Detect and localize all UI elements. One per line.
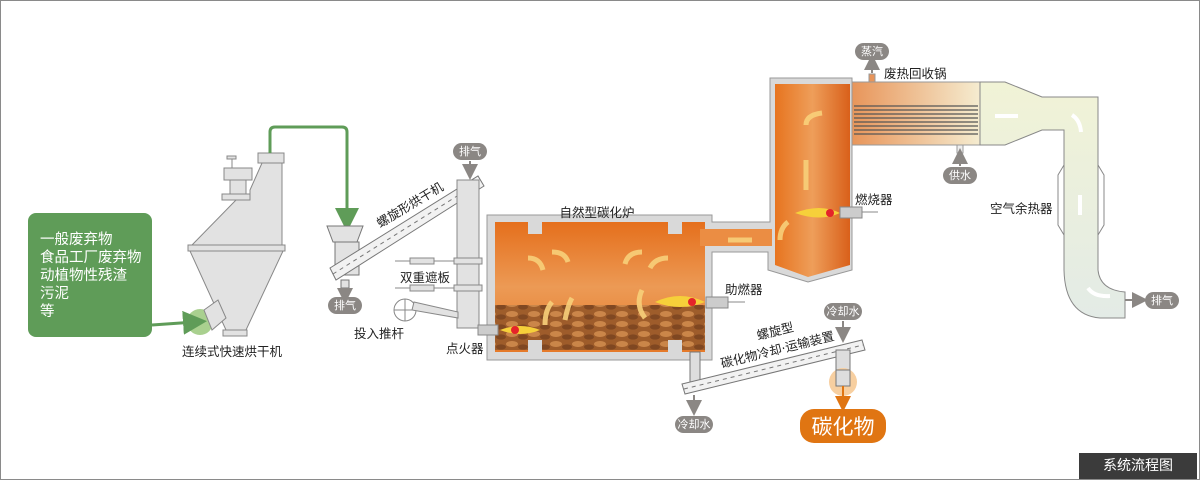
badge-text: 排气 — [1151, 293, 1173, 307]
waste-heat-boiler — [851, 73, 981, 154]
exhaust-badge-1: 排气 — [328, 297, 362, 314]
badge-text: 供水 — [949, 168, 971, 182]
exhaust-badge-2: 排气 — [453, 143, 487, 160]
source-line: 食品工厂废弃物 — [40, 249, 142, 266]
burner-label: 燃烧器 — [855, 192, 893, 207]
cooling-water-out-badge: 冷却水 — [675, 416, 713, 433]
char-cooling-conveyor — [681, 339, 866, 396]
water-supply-badge: 供水 — [943, 167, 977, 184]
exhaust-badge-3: 排气 — [1145, 292, 1179, 309]
waste-source-box: 一般废弃物 食品工厂废弃物 动植物性残渣 污泥 等 — [28, 213, 152, 337]
igniter-label: 点火器 — [446, 341, 484, 356]
source-line: 污泥 — [40, 285, 69, 302]
spiral-dryer — [326, 175, 485, 289]
air-heater-label: 空气余热器 — [990, 201, 1053, 216]
steam-badge: 蒸汽 — [855, 43, 889, 60]
double-shutter-label: 双重遮板 — [400, 270, 451, 285]
source-line: 一般废弃物 — [40, 231, 113, 248]
boiler-label: 废热回收锅 — [884, 66, 947, 81]
legend-label: 系统流程图 — [1079, 453, 1197, 479]
badge-text: 蒸汽 — [861, 44, 883, 58]
air-heater-duct — [979, 81, 1148, 319]
product-text: 碳化物 — [812, 415, 875, 439]
source-line: 等 — [40, 302, 55, 320]
combustion-aid-label: 助燃器 — [725, 282, 763, 297]
badge-text: 排气 — [334, 298, 356, 312]
cooling-water-in-badge: 冷却水 — [824, 303, 862, 320]
fast-dryer — [187, 152, 286, 337]
badge-text: 冷却水 — [827, 305, 860, 318]
badge-text: 排气 — [459, 144, 481, 158]
source-line: 动植物性残渣 — [40, 267, 127, 284]
badge-text: 冷却水 — [678, 418, 711, 431]
feed-arrow — [151, 310, 207, 335]
push-rod-label: 投入推杆 — [354, 326, 405, 341]
feed-column — [393, 179, 483, 329]
transfer-pipe — [268, 125, 359, 232]
product-badge: 碳化物 — [800, 409, 886, 443]
carbonization-furnace — [477, 77, 878, 361]
furnace-label: 自然型碳化炉 — [559, 205, 634, 220]
fast-dryer-label: 连续式快速烘干机 — [182, 344, 283, 359]
